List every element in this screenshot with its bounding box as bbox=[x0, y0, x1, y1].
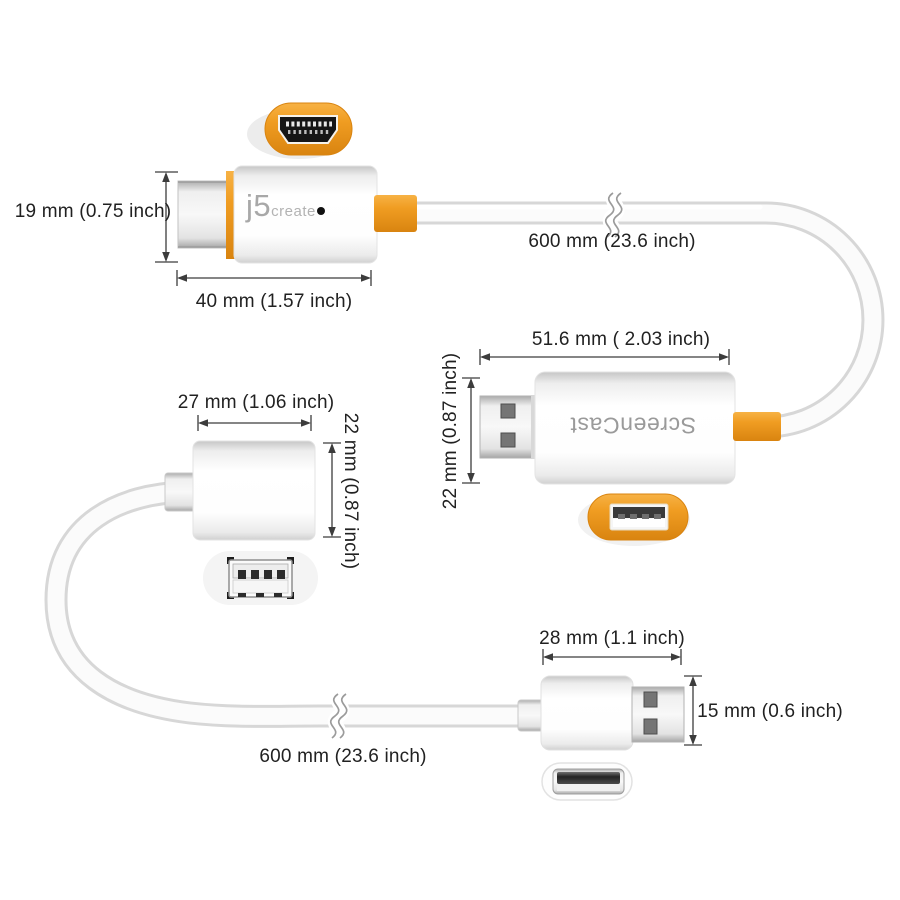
usb-a-plug-face-icon bbox=[541, 762, 633, 801]
dongle-height-label: 22 mm (0.87 inch) bbox=[440, 352, 462, 510]
cable-break-icon bbox=[328, 688, 350, 744]
adapter-strain-relief bbox=[374, 195, 417, 232]
extension-to-plug-cable bbox=[44, 480, 540, 728]
screencast-dongle-device bbox=[479, 371, 781, 485]
usb-plug-height-label: 15 mm (0.6 inch) bbox=[697, 701, 843, 723]
usb-a-port-icon bbox=[587, 493, 689, 541]
hdmi-cable-length-label: 600 mm (23.6 inch) bbox=[528, 231, 696, 253]
dimension-arrow-27mm bbox=[197, 415, 312, 431]
screencast-product-label: ScreenCast bbox=[569, 412, 697, 439]
dimension-arrow-28mm bbox=[542, 649, 682, 665]
dongle-width-label: 51.6 mm ( 2.03 inch) bbox=[531, 329, 711, 351]
hdmi-port-icon bbox=[264, 102, 353, 156]
extension-height-label: 22 mm (0.87 inch) bbox=[339, 412, 361, 570]
dimension-arrow-22mm-dongle bbox=[462, 377, 480, 484]
dimension-arrow-51-6mm bbox=[479, 349, 730, 365]
dimension-arrow-19mm bbox=[155, 171, 178, 263]
hdmi-adapter-height-label: 19 mm (0.75 inch) bbox=[14, 201, 172, 223]
dimension-arrow-15mm bbox=[684, 675, 702, 746]
usb-cable-length-label: 600 mm (23.6 inch) bbox=[259, 746, 427, 768]
extension-collar bbox=[164, 472, 197, 512]
logo-create: create bbox=[271, 203, 316, 220]
dongle-strain-relief bbox=[733, 412, 781, 441]
plug-metal-shell bbox=[631, 686, 685, 743]
hdmi-plug bbox=[177, 180, 228, 249]
extension-body bbox=[192, 440, 316, 541]
usb-plug-width-label: 28 mm (1.1 inch) bbox=[539, 628, 685, 650]
logo-j5: j5 bbox=[246, 188, 272, 223]
hdmi-to-dongle-cable bbox=[392, 201, 885, 439]
usb-a-socket-icon bbox=[203, 551, 318, 605]
hdmi-adapter-width-label: 40 mm (1.57 inch) bbox=[195, 291, 353, 313]
dimension-arrow-22mm-extension bbox=[323, 442, 341, 538]
usb-plug-device bbox=[517, 675, 685, 751]
cable-break-icon bbox=[603, 187, 625, 243]
extension-width-label: 27 mm (1.06 inch) bbox=[177, 392, 335, 414]
dimension-arrow-40mm bbox=[176, 270, 372, 286]
adapter-orange-ring bbox=[226, 171, 236, 259]
hdmi-adapter-device bbox=[177, 165, 417, 264]
usb-extension-socket-device bbox=[164, 440, 316, 541]
led-dot bbox=[317, 207, 325, 215]
plug-overmold bbox=[540, 675, 634, 751]
